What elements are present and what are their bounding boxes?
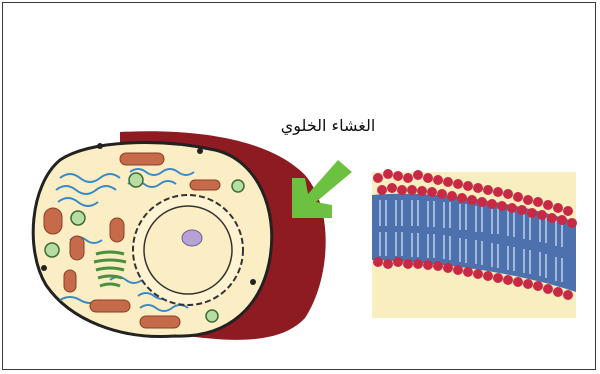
phospholipid-bilayer [372, 169, 577, 318]
cell-membrane-label: الغشاء الخلوي [248, 116, 408, 135]
green-arrow-icon [292, 160, 352, 218]
nucleolus [182, 230, 202, 246]
nucleus-inner [144, 206, 232, 294]
